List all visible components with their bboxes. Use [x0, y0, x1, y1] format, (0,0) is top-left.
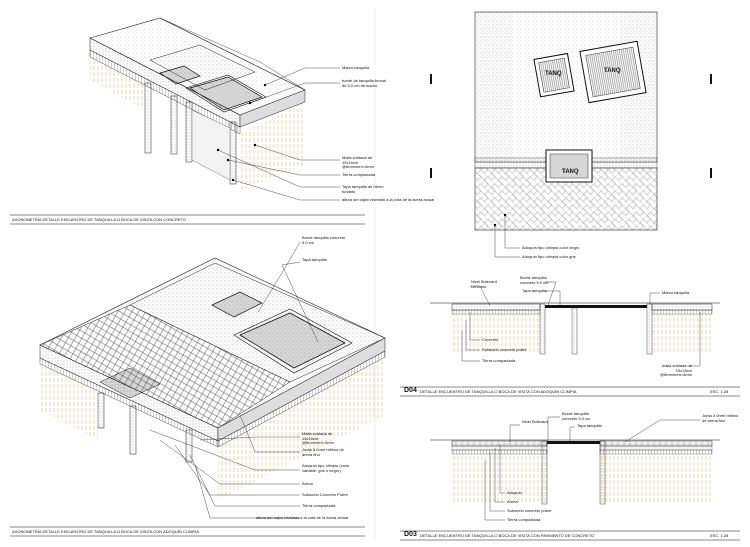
- d02-label-tapa: Tapa tanquilla: [302, 257, 327, 262]
- d04-label-borde: Borde tanquilla concreto 5.0 cm: [520, 275, 549, 285]
- d01-label-tapa: Tapa tanquilla de hierro fundido: [342, 184, 384, 194]
- d02-label-malla: Malla soldada de 15x15cm @6mm/mm=4mm: [302, 431, 334, 446]
- d02-label-altura: altura del cajón nivelado a la cota de l…: [256, 515, 349, 520]
- d04-label-tapa: Tapa tanquilla: [522, 288, 547, 293]
- d03-code: D03: [404, 531, 417, 538]
- d04-scale: ESC: 1:25: [710, 389, 729, 394]
- d02-label-arena: Arena: [302, 481, 313, 486]
- d02-caption: AXONOMETRÍA DETALLE ENCUENTRO DE TANQUIL…: [12, 529, 199, 534]
- d01-label-marco: Marco tanquilla: [342, 65, 370, 70]
- d03-label-tierra: Tierra compactada: [507, 517, 541, 522]
- plan-tank-label-1: TANQ: [545, 71, 562, 77]
- d02-label-subsuelo: Subsuelo Concreto Pobre: [302, 492, 348, 497]
- plan-view: [430, 11, 712, 231]
- d01-label-altura: altura del cajón nivelado a la cota de l…: [342, 197, 435, 202]
- d03-scale: ESC: 1:25: [710, 533, 729, 538]
- d02-leaders: [149, 241, 319, 519]
- plan-legend-negro: Adoquín tipo olimpia color negro: [522, 245, 580, 250]
- d02-label-tierra: Tierra compactada: [302, 503, 336, 508]
- d01-label-malla: Malla soldada de 15x15cm @6mm/mm=4mm: [342, 155, 374, 170]
- d02-label-junta: Junta 5.0mm relleno de arena fino: [302, 447, 344, 457]
- plan-tank-label-2: TANQ: [604, 68, 621, 74]
- plan-legend-gris: Adoquín tipo olimpia color gris: [522, 254, 576, 259]
- d03-label-borde: Borde tanquilla concreto 5.0 cm: [562, 411, 591, 421]
- d01-label-borde: borde de tanquilla brocal de 5.0 cm de a…: [342, 78, 386, 88]
- d04-label-nivel: Nivel Bulevard concreto: [471, 279, 497, 289]
- d03-label-junta: Junta 5.0mm relleno de arena fino: [702, 413, 739, 423]
- d03-label-tapa: Tapa tanquilla: [577, 423, 602, 428]
- d03-label-adoquin: Adoquín: [507, 490, 522, 495]
- d02-label-borde: Borde tanquilla concreto 5.0 cm: [302, 235, 346, 245]
- d04-caption: DETALLE ENCUENTRO DE TANQUILLA O BOCA DE…: [420, 389, 577, 394]
- section-d03: [430, 439, 720, 505]
- d01-leaders: [217, 67, 340, 201]
- d01-caption: AXONOMETRÍA DETALLE ENCUENTRO DE TANQUIL…: [12, 217, 187, 222]
- d01-label-tierra: Tierra compactada: [342, 172, 376, 177]
- d03-label-subsuelo: Subsuelo concreto pobre: [507, 508, 552, 513]
- d03-caption: DETALLE ENCUENTRO DE TANQUILLA O BOCA DE…: [420, 533, 595, 538]
- d04-label-subsuelo: Subsuelo concreto pobre: [482, 347, 527, 352]
- plan-tank-label-3: TANQ: [562, 169, 579, 175]
- d04-label-concreto: Concreto: [482, 337, 499, 342]
- d04-label-marco: Marco tanquilla: [662, 290, 690, 295]
- d02-label-adoquin: Adoquín tipo olimpia (color variable: gr…: [302, 463, 350, 473]
- d04-code: D04: [404, 387, 417, 394]
- d03-label-nivel: Nivel Bulevard: [522, 419, 548, 424]
- d04-label-tierra: Tierra compactada: [482, 358, 516, 363]
- section-d04: [430, 302, 720, 355]
- axon-concrete: [89, 17, 306, 190]
- d03-label-arena: Arena: [507, 499, 518, 504]
- d04-label-malla: malla soldada de 15x15cm @6mm/mm=4mm: [660, 363, 692, 378]
